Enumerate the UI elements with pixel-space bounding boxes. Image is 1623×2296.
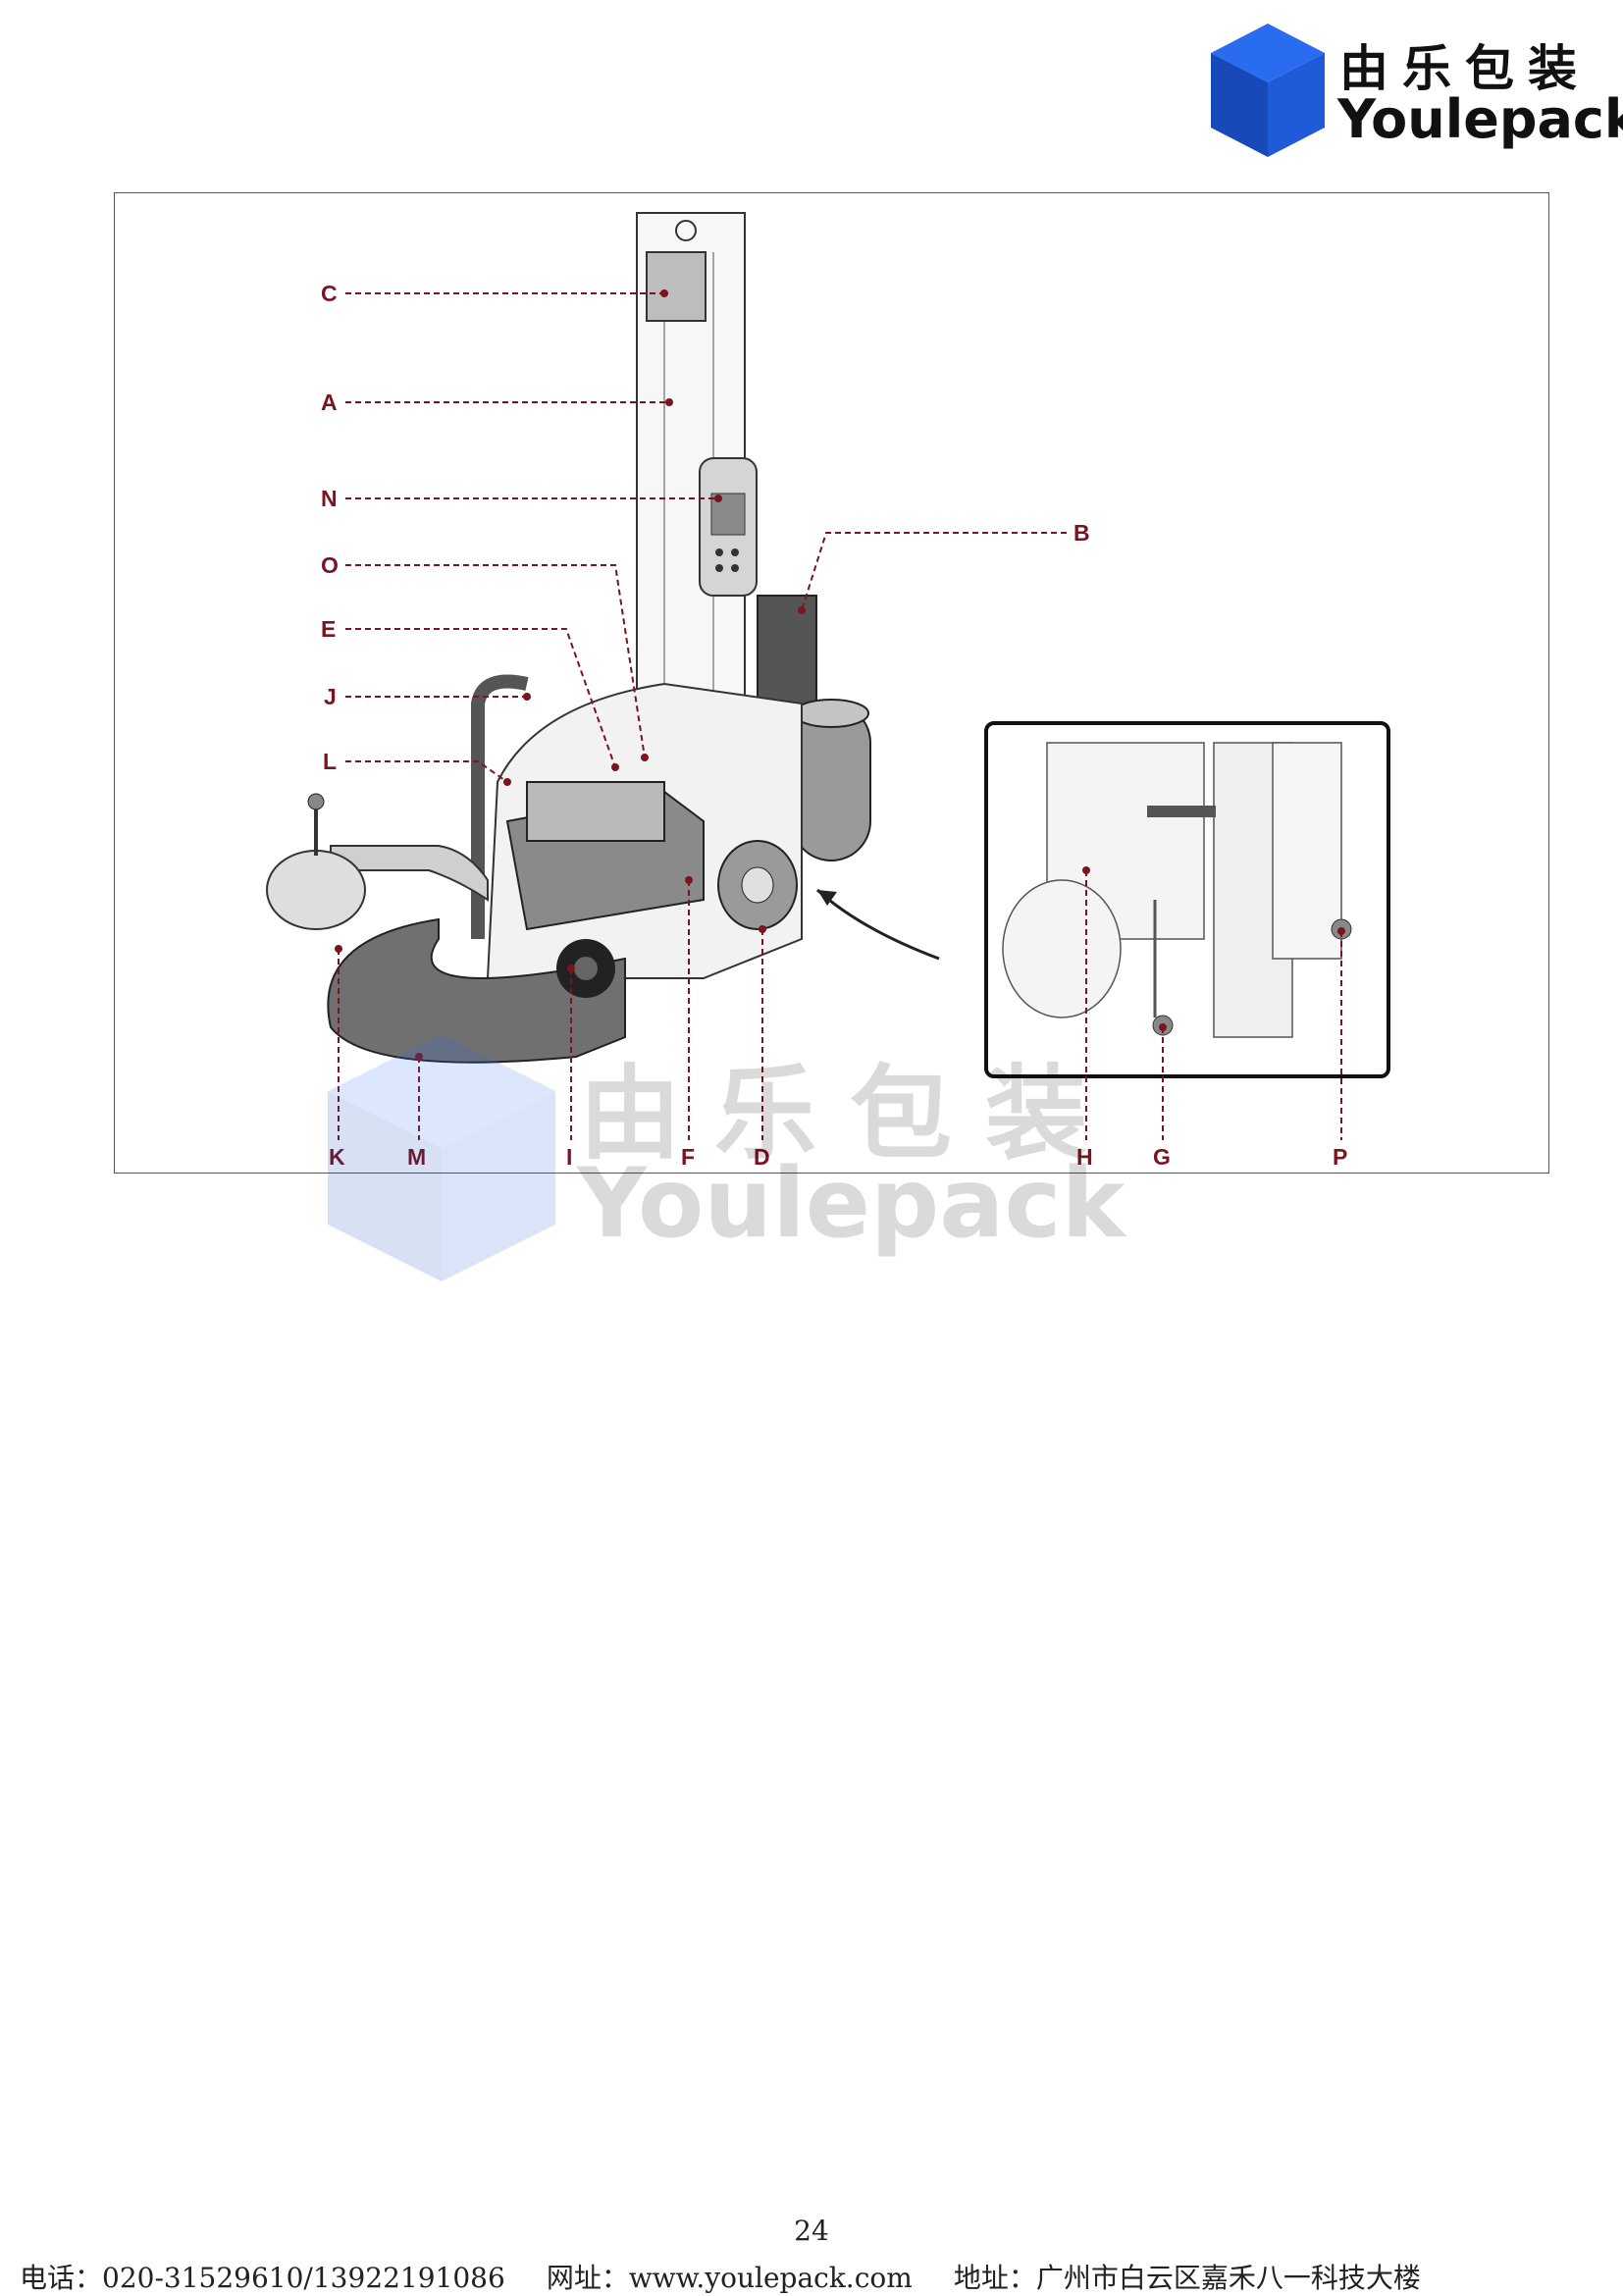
rear-wheel xyxy=(717,840,798,930)
machine-diagram: C A N O E J L B K M I F D H G P xyxy=(114,192,1549,1174)
callout-label: K xyxy=(329,1144,345,1170)
callout-leaders xyxy=(338,292,1342,1140)
callout-label: D xyxy=(754,1144,770,1170)
footer-phone: 电话：020-31529610/13922191086 xyxy=(20,2262,505,2294)
company-logo: 由乐包装 Youlepack xyxy=(1207,22,1623,169)
bumper xyxy=(327,917,626,1064)
drive-wheel xyxy=(556,939,615,998)
callout-label: L xyxy=(323,749,337,774)
footer-website: 网址：www.youlepack.com xyxy=(546,2262,913,2294)
callout-label: A xyxy=(321,390,338,415)
callout-label: E xyxy=(321,616,336,642)
callout-label: O xyxy=(321,552,339,578)
callout-dots xyxy=(335,289,1345,1061)
callout-label: F xyxy=(681,1144,695,1170)
logo-chinese-text: 由乐包装 xyxy=(1339,40,1591,97)
logo-english-text: Youlepack xyxy=(1337,88,1623,150)
footer-contact: 电话：020-31529610/13922191086 网址：www.youlep… xyxy=(20,2257,1609,2296)
control-panel xyxy=(699,457,758,597)
page-number: 24 xyxy=(794,2215,829,2247)
machine-body xyxy=(486,682,803,979)
callout-label: I xyxy=(566,1144,572,1170)
arrow-to-inset xyxy=(815,888,940,961)
callout-label: B xyxy=(1073,520,1090,546)
callout-label: C xyxy=(321,281,338,306)
callout-label: H xyxy=(1076,1144,1093,1170)
machine-illustration: C A N O E J L B K M I F D H G P xyxy=(266,212,1390,1170)
callout-label: N xyxy=(321,486,338,511)
callout-label: G xyxy=(1153,1144,1171,1170)
film-carriage xyxy=(757,595,871,861)
handle xyxy=(471,674,529,939)
callout-label: M xyxy=(407,1144,426,1170)
callout-label: J xyxy=(324,684,337,709)
feeler-wheel xyxy=(266,793,489,930)
inset-detail xyxy=(984,721,1390,1078)
logo-cube-icon xyxy=(1211,24,1325,157)
footer-address: 地址：广州市白云区嘉禾八一科技大楼 xyxy=(953,2262,1421,2294)
callout-label: P xyxy=(1333,1144,1347,1170)
